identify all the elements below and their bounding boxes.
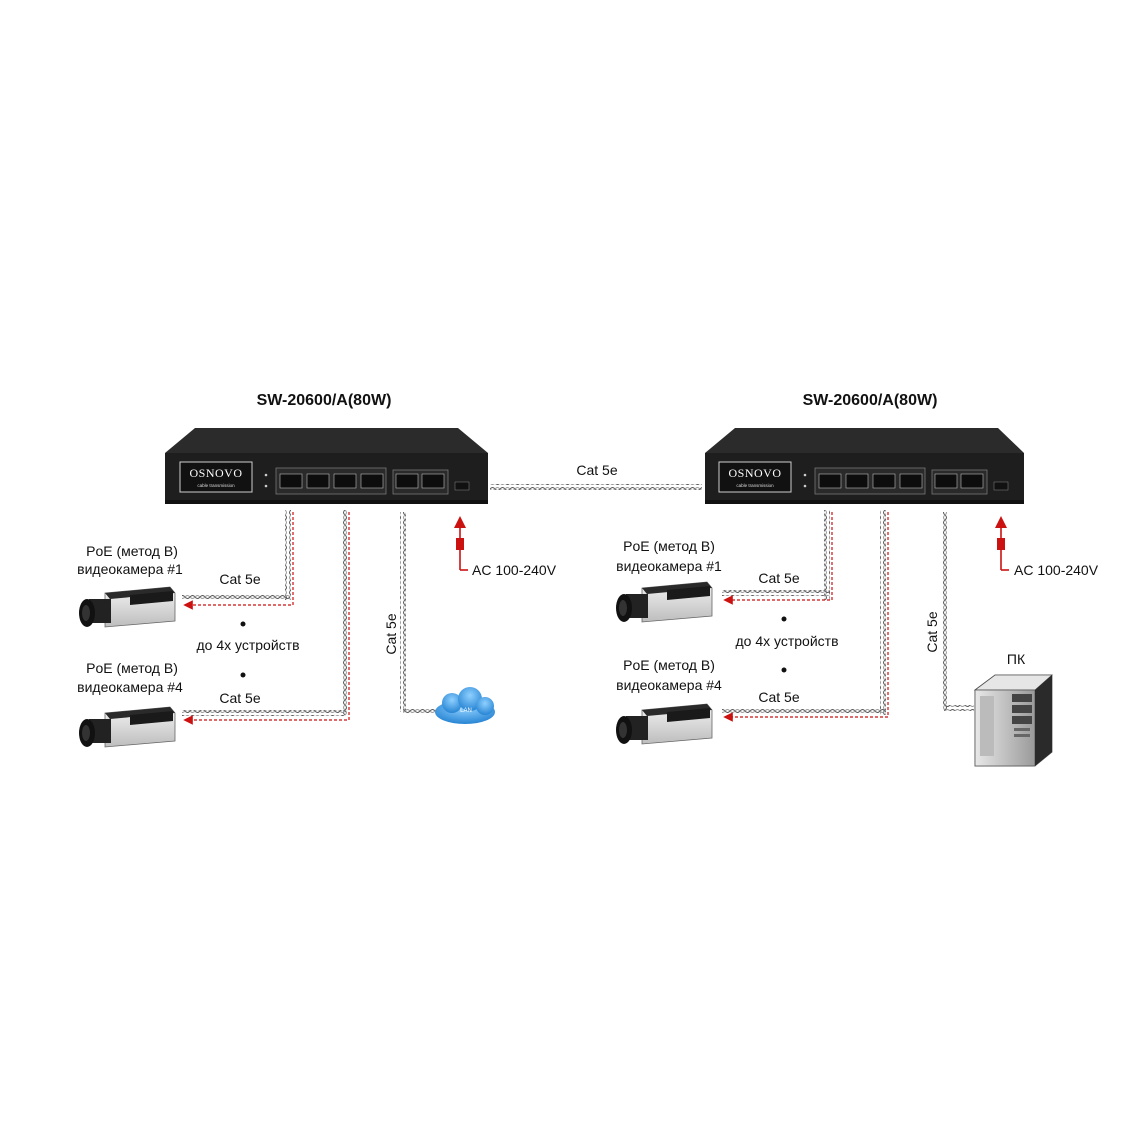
uplink-cable-label: Cat 5e — [576, 462, 617, 478]
right-camera1-label-line2: видеокамера #1 — [616, 558, 722, 574]
switch-right-ports — [814, 467, 1009, 495]
left-camera1-label-line1: PoE (метод B) — [86, 543, 178, 559]
uplink-cable: Cat 5e — [490, 462, 702, 490]
ellipsis-dot — [781, 667, 787, 673]
left-camera1-cable: Cat 5e — [182, 510, 294, 610]
switch-left-title: SW-20600/A(80W) — [257, 392, 392, 409]
right-camera4-label-line2: видеокамера #4 — [616, 677, 722, 693]
osnovo-logo — [179, 461, 253, 493]
ellipsis-dot — [240, 621, 246, 627]
left-camera4-icon — [79, 706, 176, 748]
left-camera4-label-line1: PoE (метод B) — [86, 660, 178, 676]
power-plug-icon — [997, 538, 1005, 550]
right-camera4-label-line1: PoE (метод B) — [623, 657, 715, 673]
right-camera1-cable: Cat 5e — [722, 510, 833, 605]
right-power-label: AC 100-240V — [1014, 562, 1099, 578]
left-lan-cable: Cat 5e — [383, 512, 437, 713]
left-power: AC 100-240V — [454, 516, 557, 578]
switch-right-title: SW-20600/A(80W) — [803, 392, 938, 409]
right-camera1-cable-label: Cat 5e — [758, 570, 799, 586]
right-camera1-label-line1: PoE (метод B) — [623, 538, 715, 554]
left-camera4-label-line2: видеокамера #4 — [77, 679, 183, 695]
left-camera4-cable-label: Cat 5e — [219, 690, 260, 706]
lan-cloud-icon: LAN — [435, 687, 495, 724]
right-camera4-icon — [616, 703, 713, 745]
ellipsis-dot — [240, 672, 246, 678]
brand-sub-text: cable transmission — [197, 483, 235, 488]
left-devices-label: до 4х устройств — [196, 637, 299, 653]
left-lan-cable-label: Cat 5e — [383, 613, 399, 654]
switch-left-ports — [275, 467, 470, 495]
right-pc-cable-label: Cat 5e — [924, 611, 940, 652]
left-camera1-label-line2: видеокамера #1 — [77, 561, 183, 577]
left-power-label: AC 100-240V — [472, 562, 557, 578]
right-camera4-cable-label: Cat 5e — [758, 689, 799, 705]
brand-sub-text: cable transmission — [736, 483, 774, 488]
left-camera1-icon — [79, 586, 176, 628]
lan-label: LAN — [460, 708, 472, 714]
ellipsis-dot — [781, 616, 787, 622]
right-camera4-cable: Cat 5e — [722, 510, 889, 722]
right-camera1-icon — [616, 581, 713, 623]
right-devices-label: до 4х устройств — [735, 633, 838, 649]
pc-tower-icon — [973, 674, 1054, 767]
left-camera4-cable: Cat 5e — [182, 510, 350, 725]
osnovo-logo — [718, 461, 792, 493]
left-camera1-cable-label: Cat 5e — [219, 571, 260, 587]
pc-label: ПК — [1007, 651, 1026, 667]
switch-left: SW-20600/A(80W) OSNOVO cable transmissio… — [165, 392, 488, 504]
brand-logo-text: OSNOVO — [728, 466, 781, 480]
right-pc-cable: Cat 5e — [924, 512, 974, 711]
brand-logo-text: OSNOVO — [189, 466, 242, 480]
switch-right: SW-20600/A(80W) OSNOVO cable transmissio… — [705, 392, 1024, 504]
right-power: AC 100-240V — [995, 516, 1099, 578]
power-plug-icon — [456, 538, 464, 550]
